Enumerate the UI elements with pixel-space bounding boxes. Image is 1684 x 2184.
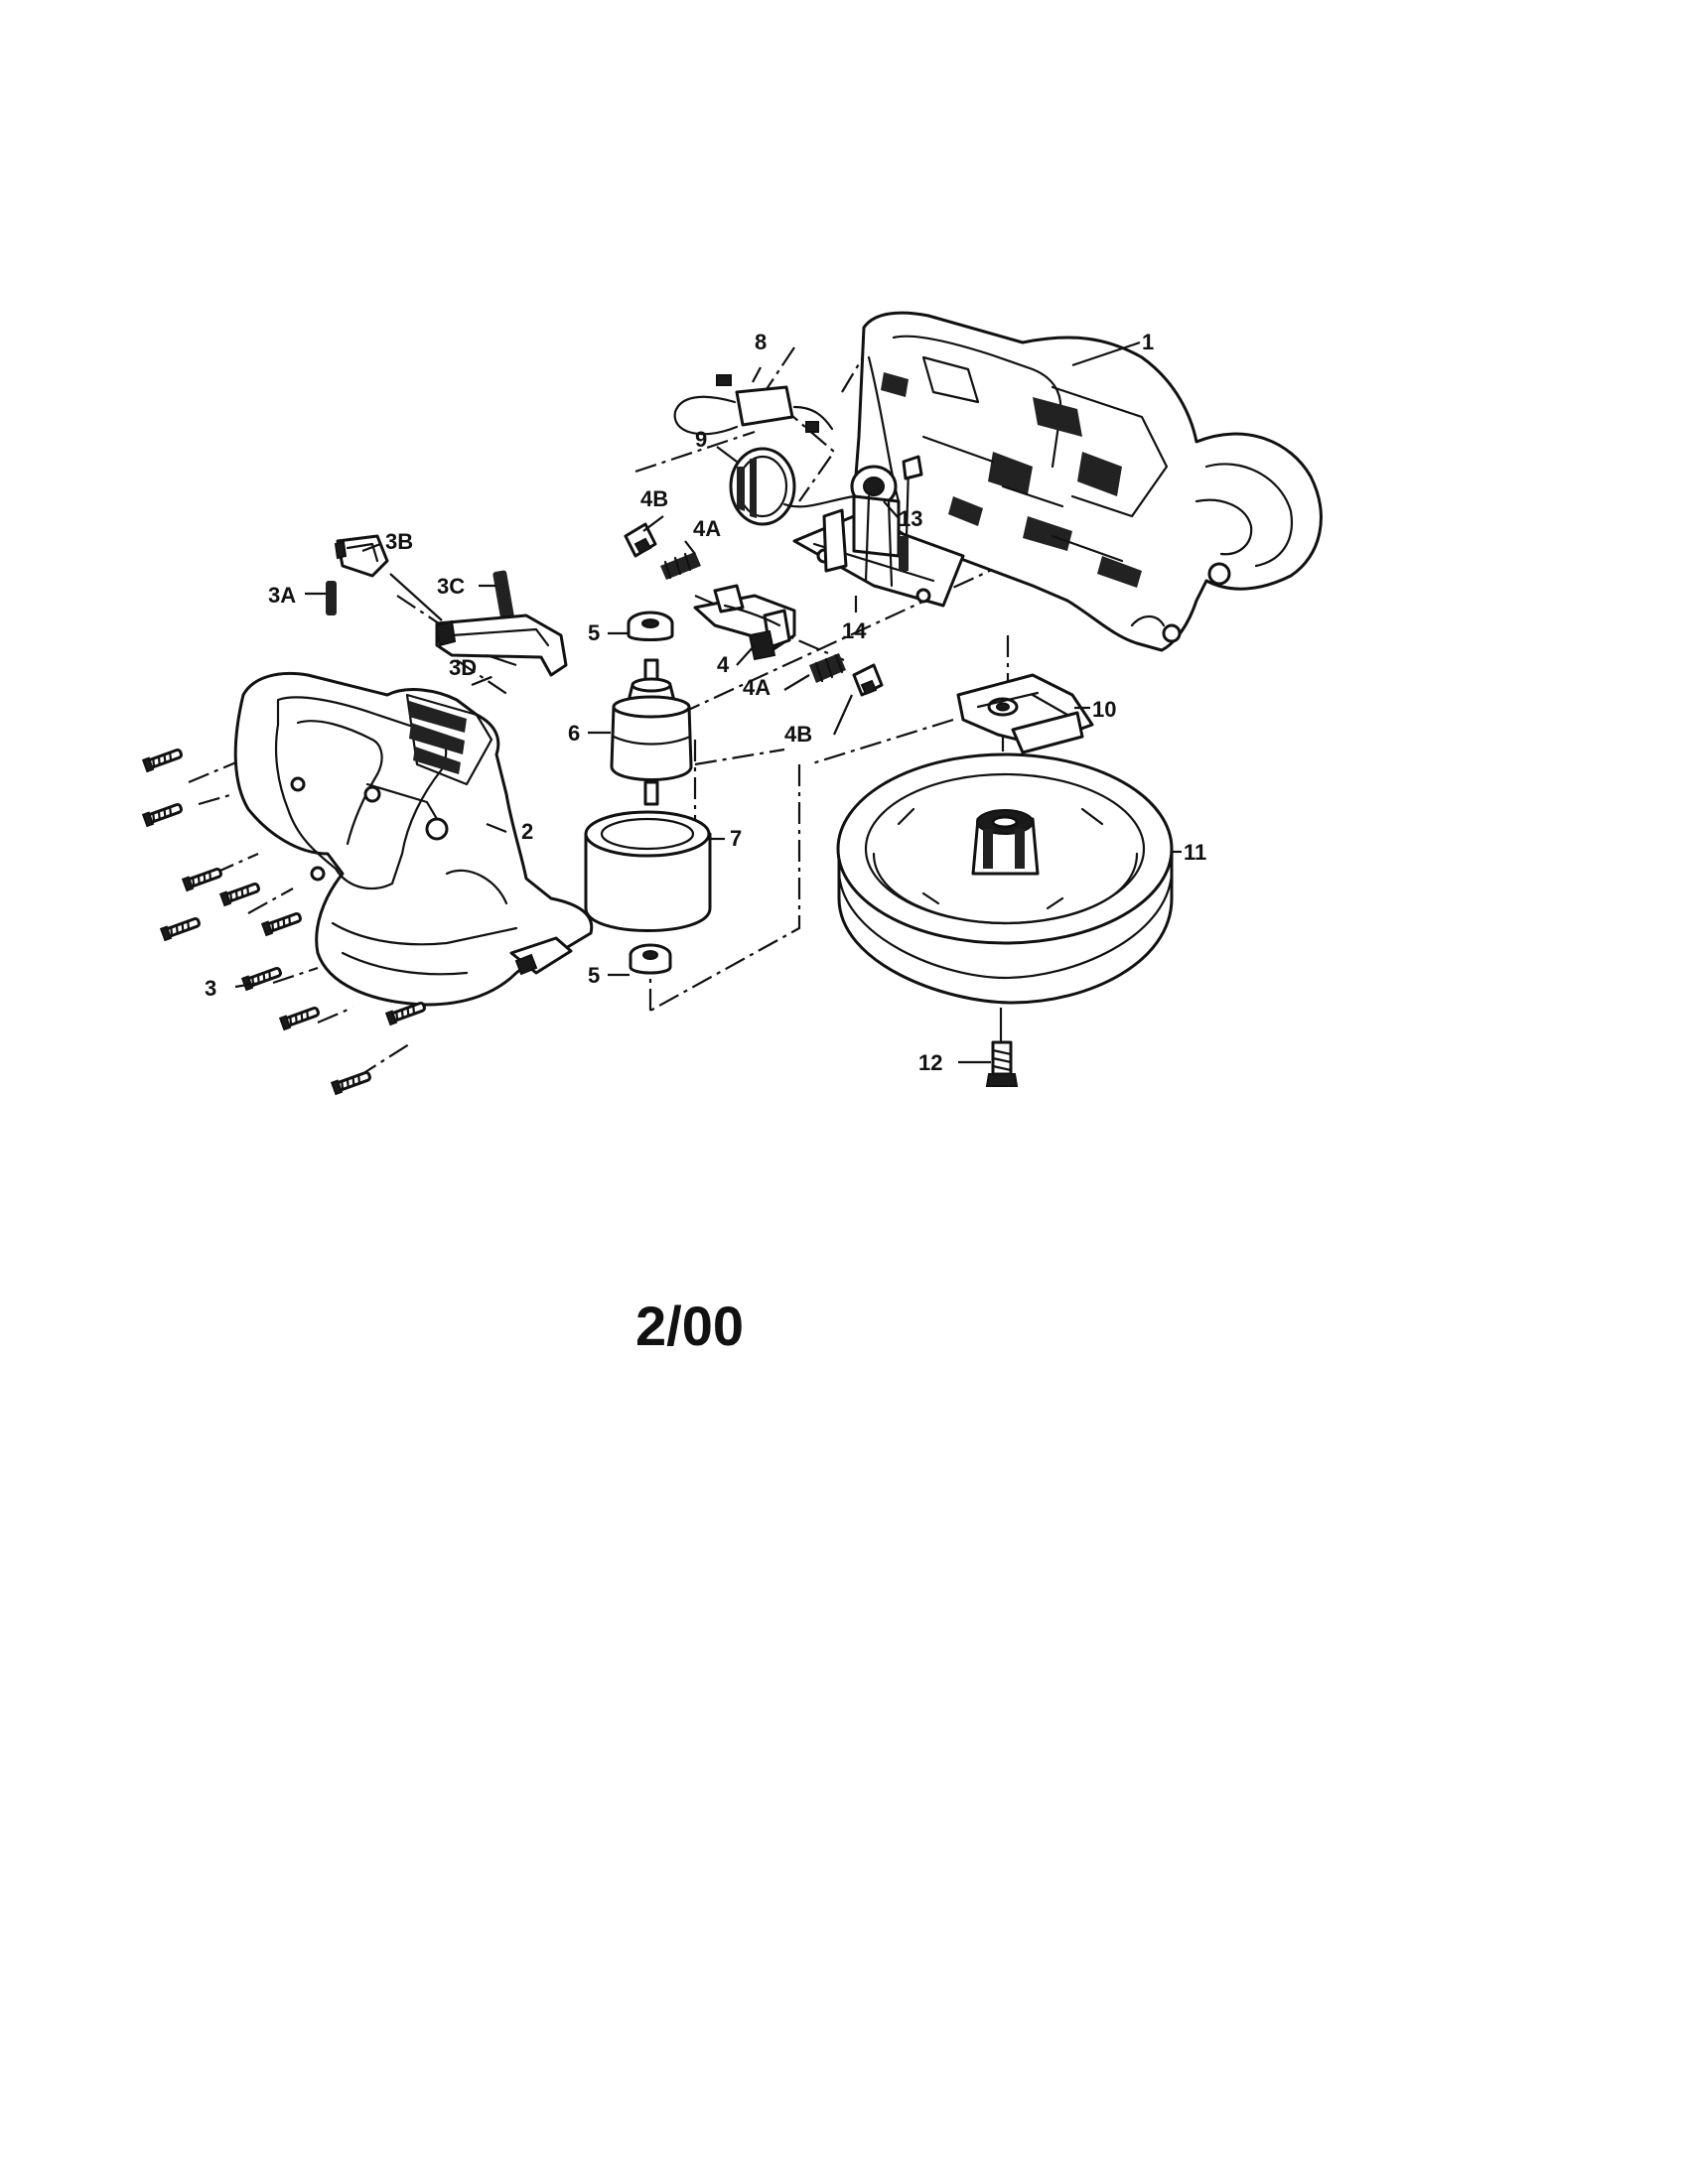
- part-4-brush-holder: [693, 584, 796, 661]
- callout-11: 11: [1184, 840, 1206, 865]
- part-1-main-housing: [852, 311, 1323, 652]
- screw: [159, 916, 201, 942]
- part-13-solenoid: [822, 455, 923, 588]
- part-5-upper-bushing: [627, 611, 674, 641]
- part-7-field: [584, 810, 712, 932]
- callout-12: 12: [918, 1050, 942, 1075]
- part-4b-upper-brush-cap: [624, 522, 657, 558]
- callout-9: 9: [695, 427, 707, 452]
- screw: [384, 1001, 426, 1026]
- part-5-lower-bushing: [629, 943, 672, 975]
- part-10-bracket: [956, 673, 1094, 754]
- callout-4a-upper: 4A: [693, 516, 721, 541]
- callout-2: 2: [521, 819, 533, 844]
- screw: [330, 1070, 371, 1096]
- callout-8: 8: [755, 330, 767, 354]
- part-8-switch: [673, 374, 834, 436]
- callout-6: 6: [568, 721, 580, 746]
- callout-1: 1: [1142, 330, 1154, 354]
- callout-4a-lower: 4A: [743, 675, 771, 700]
- callout-5-upper: 5: [588, 620, 600, 645]
- part-3c-spring: [492, 570, 514, 619]
- screw: [181, 867, 222, 892]
- part-3b-latch: [334, 534, 389, 578]
- callout-3b: 3B: [385, 529, 413, 554]
- part-4a-lower-spring: [809, 653, 846, 683]
- callout-14: 14: [842, 618, 867, 643]
- callout-5-lower: 5: [588, 963, 600, 988]
- callout-7: 7: [730, 826, 742, 851]
- screw: [260, 911, 302, 937]
- callout-4b-lower: 4B: [784, 722, 812, 747]
- screw: [240, 966, 282, 992]
- part-11-wheel: [836, 752, 1174, 1005]
- part-12-bolt: [985, 1008, 1019, 1087]
- callout-3a: 3A: [268, 583, 296, 608]
- callout-labels: 1 2 3 3A 3B 3C 3D 4 4A 4A 4B 4B 5 5 6 7 …: [205, 330, 1206, 1075]
- date-code: 2/00: [635, 1295, 744, 1357]
- part-4b-lower-brush-cap: [852, 663, 884, 697]
- part-9-coil: [729, 447, 856, 526]
- callout-3: 3: [205, 976, 216, 1001]
- screws-group: [141, 748, 426, 1096]
- part-4a-upper-spring: [660, 552, 701, 580]
- callout-3d: 3D: [449, 655, 477, 680]
- callout-3c: 3C: [437, 574, 465, 599]
- screw: [141, 748, 183, 773]
- screw: [278, 1006, 320, 1031]
- callout-4: 4: [717, 652, 730, 677]
- screw: [141, 802, 183, 828]
- callout-13: 13: [899, 506, 922, 531]
- part-6-armature: [610, 658, 693, 806]
- part-3a-spring: [326, 581, 337, 615]
- callout-4b-upper: 4B: [640, 486, 668, 511]
- part-2-housing-half: [233, 671, 594, 1007]
- callout-10: 10: [1092, 697, 1116, 722]
- part-3d-trigger: [435, 614, 568, 677]
- leader-lines: [234, 341, 1182, 1064]
- screw: [218, 882, 260, 907]
